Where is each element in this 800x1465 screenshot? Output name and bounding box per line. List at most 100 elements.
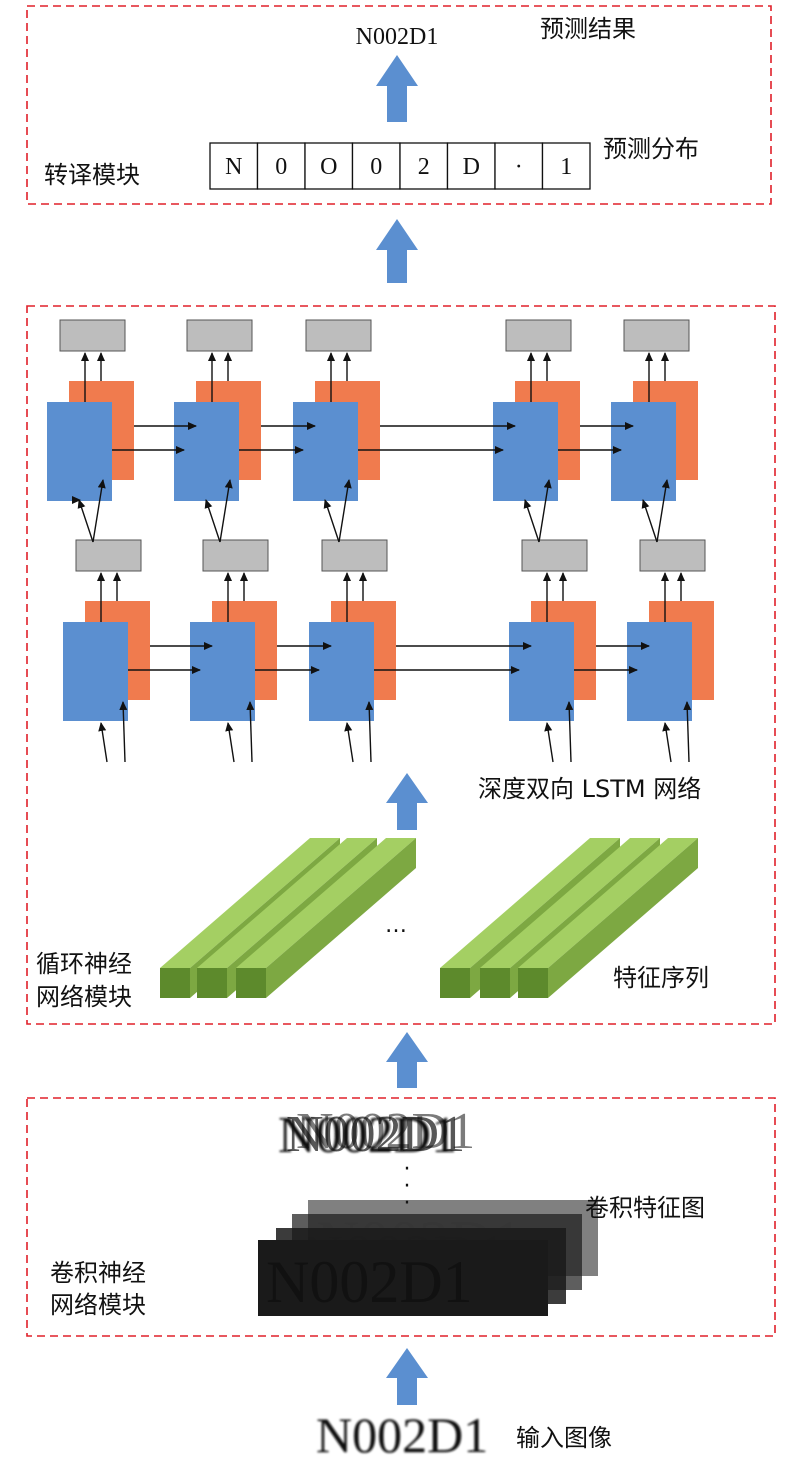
lstm-cell [174, 319, 261, 501]
flow-arrow [683, 701, 692, 763]
flow-arrow [338, 479, 352, 543]
output-box [75, 539, 142, 572]
prediction-result-value: N002D1 [356, 24, 439, 50]
input-image: N002D1 [316, 1407, 488, 1463]
lstm-network-label: 深度双向 LSTM 网络 [478, 775, 701, 803]
forward-lstm-cell [63, 622, 128, 721]
feature-vector-bar [236, 838, 416, 998]
forward-lstm-cell [627, 622, 692, 721]
up-arrow-icon [376, 219, 418, 283]
flow-arrow [225, 722, 235, 763]
flow-arrow [523, 499, 540, 543]
forward-lstm-cell [509, 622, 574, 721]
output-box [202, 539, 269, 572]
flow-arrow [92, 479, 106, 543]
lstm-cell [293, 319, 380, 501]
up-arrow-icon [386, 1032, 428, 1088]
output-box [505, 319, 572, 352]
flow-arrow [119, 701, 128, 763]
distribution-cell [304, 142, 354, 190]
flow-arrow [365, 701, 374, 763]
output-box [59, 319, 126, 352]
output-box [186, 319, 253, 352]
conv-feature-map-stack: N002D1N002D1N002D1N002D1 [258, 1200, 598, 1316]
distribution-cell-text: O [320, 154, 337, 180]
output-box [321, 539, 388, 572]
feature-sequence-label: 特征序列 [613, 964, 709, 992]
lstm-cell [63, 539, 150, 721]
rnn-module-border [26, 305, 776, 1025]
flow-arrow [544, 722, 554, 763]
distribution-cell-text: 0 [370, 154, 382, 180]
prediction-distribution: N 0 O 0 2 D · 1 [209, 142, 591, 190]
feature-map-layer: N002D1 [258, 1240, 548, 1316]
distribution-cell-text: · [515, 154, 523, 180]
flow-arrow [344, 722, 354, 763]
up-arrow-icon [376, 55, 418, 122]
lstm-cell [627, 539, 714, 721]
feature-map-text: N002D1 [266, 1249, 473, 1315]
input-image-text: N002D1 [316, 1407, 488, 1463]
flow-arrow [219, 479, 233, 543]
conv-feature-map-label: 卷积特征图 [585, 1194, 705, 1222]
lstm-cell [493, 319, 580, 501]
distribution-cell [541, 142, 591, 190]
lstm-layer [63, 539, 714, 721]
feature-sequence-ellipsis: … [385, 913, 407, 938]
output-box [623, 319, 690, 352]
flow-arrow [323, 499, 340, 543]
cnn-module-label-line2: 网络模块 [50, 1291, 146, 1319]
flow-arrow [565, 701, 574, 763]
flow-arrow [656, 479, 670, 543]
conv-feature-map-top: N002D1 N002D1 N002D1 [278, 1103, 475, 1164]
cnn-module-border [26, 1097, 776, 1337]
input-image-label: 输入图像 [516, 1424, 612, 1452]
rnn-module-label-line1: 循环神经 [36, 950, 132, 978]
distribution-cell [351, 142, 401, 190]
svg-text:·: · [404, 1174, 411, 1199]
output-box [305, 319, 372, 352]
distribution-cell [209, 142, 259, 190]
output-box [639, 539, 706, 572]
lstm-cell [190, 539, 277, 721]
distribution-cell-text: N [225, 154, 242, 180]
flow-arrow [77, 499, 94, 543]
lstm-cell [309, 539, 396, 721]
forward-lstm-cell [190, 622, 255, 721]
flow-arrow [246, 701, 255, 763]
distribution-cell-text: 1 [560, 154, 572, 180]
distribution-cell [446, 142, 496, 190]
inter-layer-arrows [77, 479, 692, 763]
svg-text:·: · [404, 1157, 411, 1182]
rnn-module-label-line2: 网络模块 [36, 983, 132, 1011]
flow-arrow [538, 479, 552, 543]
feature-map-text: N002D1 [286, 1106, 465, 1163]
lstm-cell [47, 319, 134, 501]
lstm-cell [509, 539, 596, 721]
flow-arrow [641, 499, 658, 543]
feature-map-text: N002D1 [278, 1107, 457, 1164]
prediction-distribution-label: 预测分布 [603, 135, 699, 163]
flow-arrow [98, 722, 108, 763]
distribution-cell-text: 0 [275, 154, 287, 180]
translation-module-label: 转译模块 [44, 161, 140, 189]
output-box [521, 539, 588, 572]
distribution-cell-text: D [463, 154, 480, 180]
lstm-cell [611, 319, 698, 501]
cnn-module-label-line1: 卷积神经 [50, 1259, 146, 1287]
feature-sequence [160, 838, 698, 998]
prediction-result-label: 预测结果 [540, 15, 636, 43]
distribution-cell-text: 2 [418, 154, 430, 180]
up-arrow-icon [386, 773, 428, 830]
forward-lstm-cell [309, 622, 374, 721]
translation-module-border [26, 5, 772, 205]
distribution-cell [494, 142, 544, 190]
feature-vector-bar [518, 838, 698, 998]
feature-map-text: N002D1 [296, 1103, 475, 1160]
lstm-layer [47, 319, 698, 501]
bidirectional-lstm-layers [47, 319, 714, 763]
up-arrow-icon [386, 1348, 428, 1405]
flow-arrow [204, 499, 221, 543]
